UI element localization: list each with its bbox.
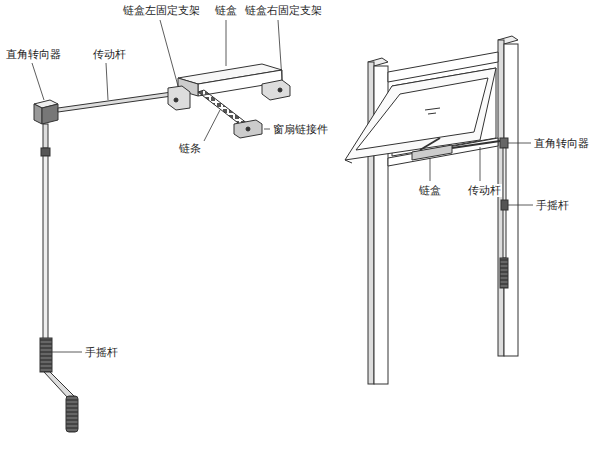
- part-label: 链盒右固定支架: [244, 4, 323, 17]
- part-label: 手摇杆: [84, 346, 119, 359]
- window-assembly: [345, 36, 518, 384]
- part-label: 链盒: [214, 4, 238, 17]
- part-label: 手摇杆: [535, 199, 570, 212]
- part-label: 直角转向器: [5, 48, 62, 61]
- part-label: 链条: [178, 142, 202, 155]
- left-assembly: [34, 64, 290, 432]
- part-label: 窗扇链接件: [272, 123, 329, 136]
- part-label: 传动杆: [92, 48, 127, 61]
- leader-lines: [32, 20, 533, 352]
- part-label: 链盒: [418, 184, 442, 197]
- part-label: 直角转向器: [533, 137, 590, 150]
- part-label: 传动杆: [467, 184, 502, 197]
- part-label: 链盒左固定支架: [122, 4, 201, 17]
